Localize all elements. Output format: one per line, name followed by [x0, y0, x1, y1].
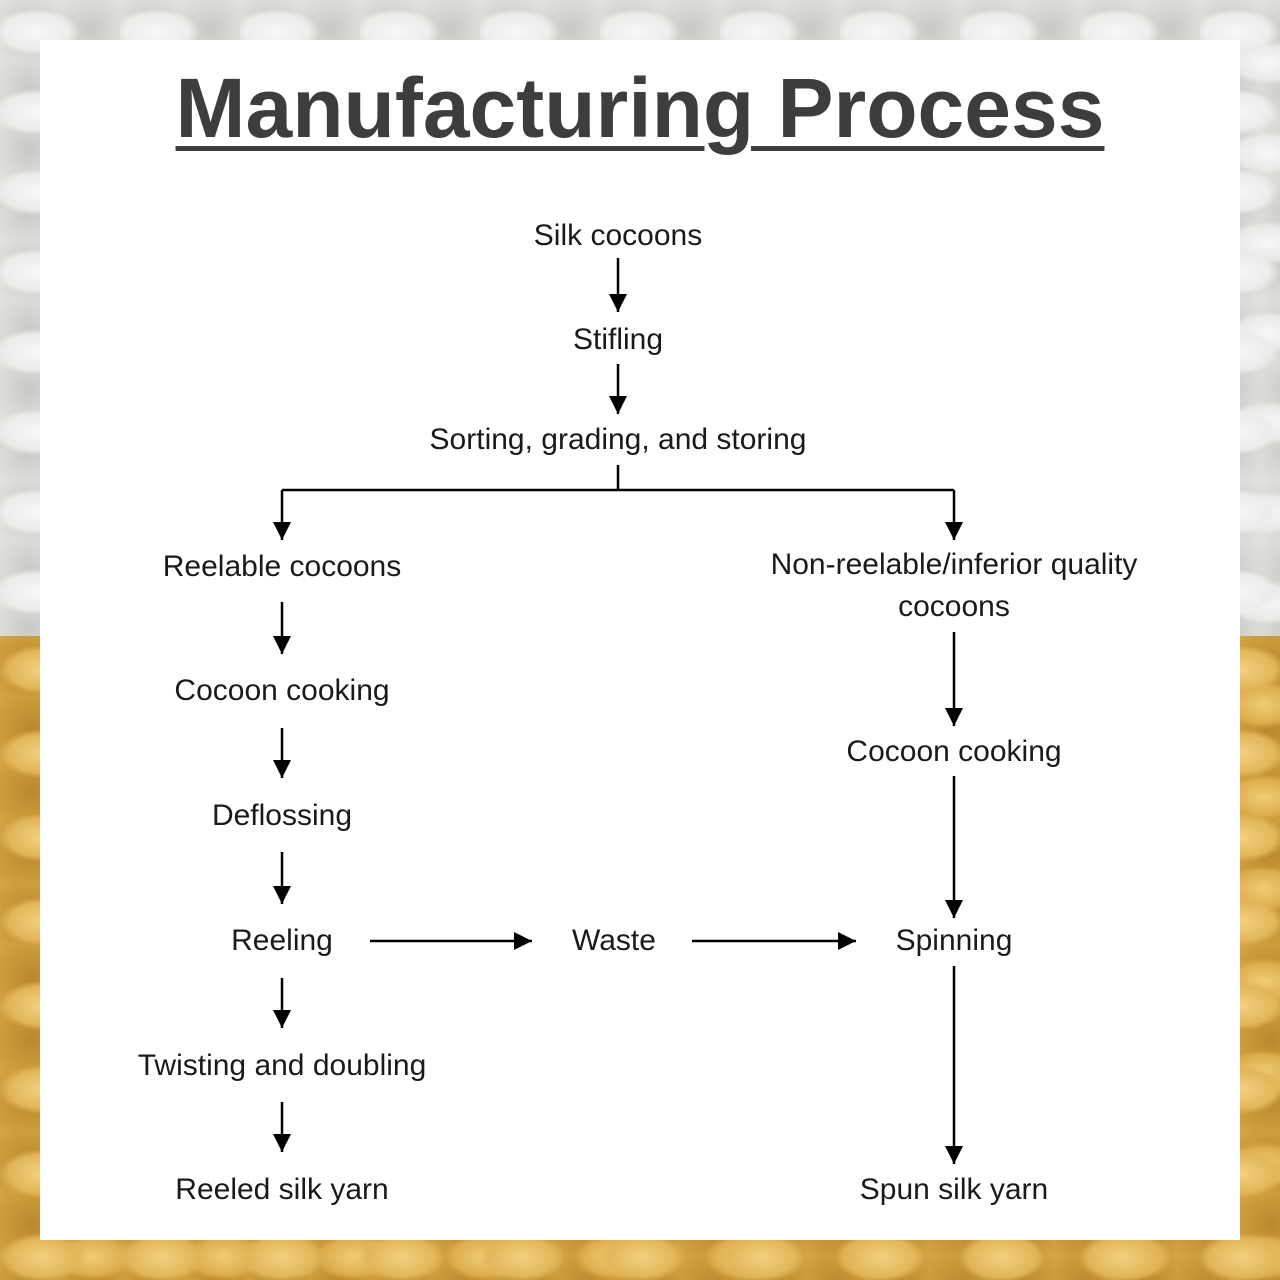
page-title: Manufacturing Process: [175, 61, 1105, 155]
node-silk-cocoons: Silk cocoons: [533, 219, 703, 252]
node-non-reelable-cocoons: Non-reelable/inferior quality cocoons: [770, 548, 1138, 623]
node-spinning: Spinning: [895, 924, 1013, 957]
node-cocoon-cooking-right: Cocoon cooking: [846, 735, 1062, 768]
node-spun-silk-yarn: Spun silk yarn: [859, 1173, 1049, 1206]
node-reelable-cocoons: Reelable cocoons: [162, 550, 402, 583]
node-reeled-silk-yarn: Reeled silk yarn: [175, 1173, 389, 1206]
node-stifling: Stifling: [572, 323, 664, 356]
content-panel: [40, 40, 1240, 1240]
node-twisting-doubling: Twisting and doubling: [137, 1049, 427, 1082]
node-waste: Waste: [572, 924, 656, 957]
node-sorting-grading-storing: Sorting, grading, and storing: [429, 423, 807, 456]
node-reeling: Reeling: [231, 924, 333, 957]
node-cocoon-cooking-left: Cocoon cooking: [174, 674, 390, 707]
node-deflossing: Deflossing: [211, 799, 353, 832]
